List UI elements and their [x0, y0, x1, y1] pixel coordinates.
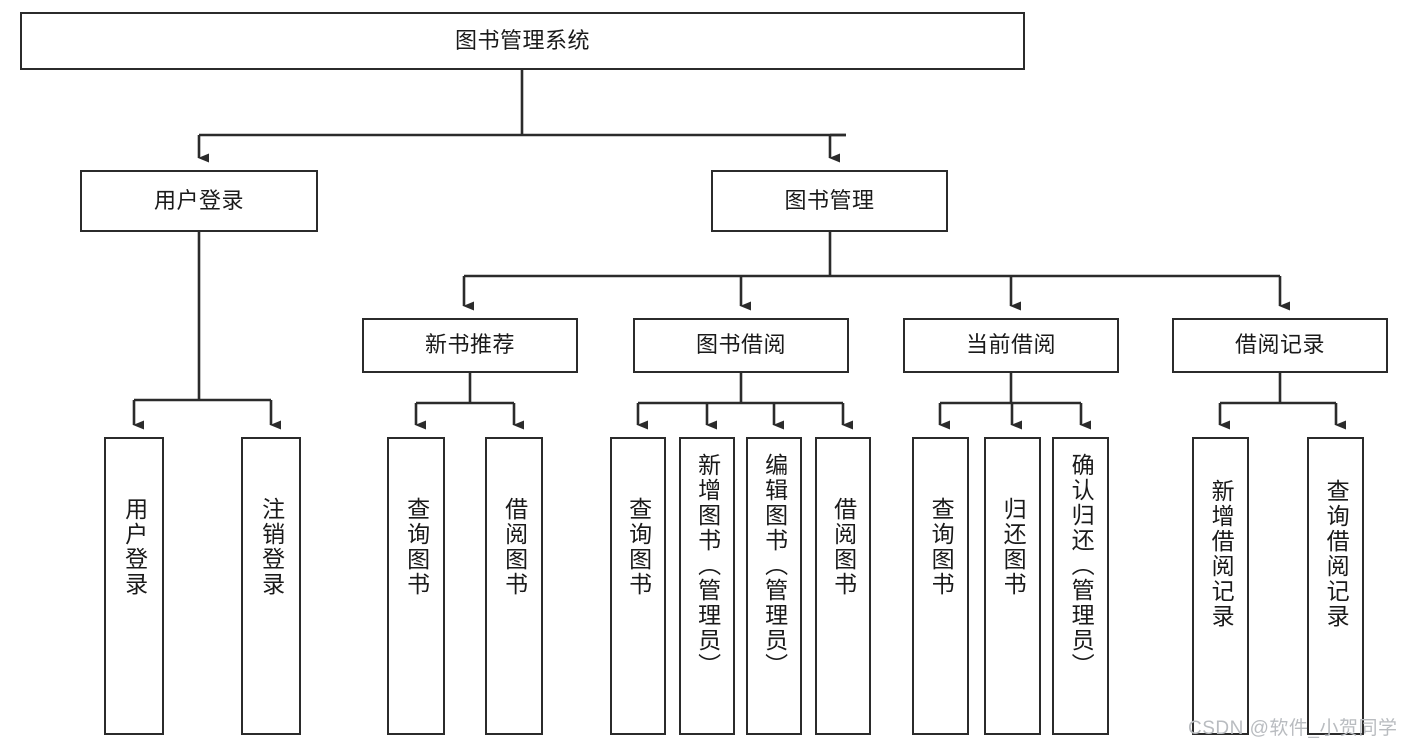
node-root-system[interactable]: 图书管理系统 — [20, 12, 1025, 70]
node-current-borrow[interactable]: 当前借阅 — [903, 318, 1119, 373]
node-leaf-confirm-return[interactable]: 确认归还（管理员） — [1052, 437, 1109, 735]
node-label: 编辑图书（管理员） — [761, 453, 788, 678]
node-label: 查询图书 — [403, 497, 430, 597]
edges-bookborrow-to-leaves — [636, 373, 853, 430]
edges-bookmgmt-to-level2 — [462, 232, 1290, 311]
node-label: 图书管理 — [784, 187, 875, 213]
node-leaf-edit-book[interactable]: 编辑图书（管理员） — [746, 437, 802, 735]
node-leaf-user-login[interactable]: 用户登录 — [104, 437, 164, 735]
node-new-book-recommend[interactable]: 新书推荐 — [362, 318, 578, 373]
node-label: 图书管理系统 — [454, 27, 590, 53]
node-leaf-query-book-current[interactable]: 查询图书 — [912, 437, 969, 735]
node-leaf-logout[interactable]: 注销登录 — [241, 437, 301, 735]
node-label: 用户登录 — [153, 187, 244, 213]
node-label: 查询借阅记录 — [1323, 479, 1350, 629]
node-label: 图书借阅 — [695, 332, 786, 358]
edges-userlogin-to-leaves — [132, 232, 281, 430]
node-label: 用户登录 — [121, 497, 148, 597]
node-user-login[interactable]: 用户登录 — [80, 170, 318, 232]
node-leaf-query-book-borrow[interactable]: 查询图书 — [610, 437, 666, 735]
node-leaf-borrow-book[interactable]: 借阅图书 — [815, 437, 871, 735]
node-label: 注销登录 — [258, 497, 285, 597]
node-label: 借阅图书 — [830, 497, 857, 597]
csdn-watermark: CSDN @软件_小贺同学 — [1188, 718, 1398, 739]
node-label: 查询图书 — [928, 497, 955, 597]
edges-currentborrow-to-leaves — [938, 373, 1091, 430]
node-leaf-return-book[interactable]: 归还图书 — [984, 437, 1041, 735]
edges-root-to-level1 — [197, 70, 846, 163]
node-book-borrow[interactable]: 图书借阅 — [633, 318, 849, 373]
node-borrow-records[interactable]: 借阅记录 — [1172, 318, 1388, 373]
edges-borrowrecords-to-leaves — [1218, 373, 1346, 430]
node-label: 当前借阅 — [965, 332, 1056, 358]
node-label: 借阅图书 — [501, 497, 528, 597]
node-leaf-borrow-book-recommend[interactable]: 借阅图书 — [485, 437, 543, 735]
node-leaf-query-borrow-record[interactable]: 查询借阅记录 — [1307, 437, 1364, 735]
node-leaf-add-book[interactable]: 新增图书（管理员） — [679, 437, 735, 735]
edges-newbook-to-leaves — [414, 373, 524, 430]
node-label: 归还图书 — [1000, 497, 1027, 597]
node-label: 新增图书（管理员） — [694, 453, 721, 678]
node-label: 借阅记录 — [1234, 332, 1325, 358]
node-label: 确认归还（管理员） — [1068, 453, 1095, 678]
node-label: 查询图书 — [625, 497, 652, 597]
node-label: 新书推荐 — [424, 332, 515, 358]
node-leaf-query-book-recommend[interactable]: 查询图书 — [387, 437, 445, 735]
node-label: 新增借阅记录 — [1208, 479, 1235, 629]
node-leaf-add-borrow-record[interactable]: 新增借阅记录 — [1192, 437, 1249, 735]
node-book-management[interactable]: 图书管理 — [711, 170, 948, 232]
